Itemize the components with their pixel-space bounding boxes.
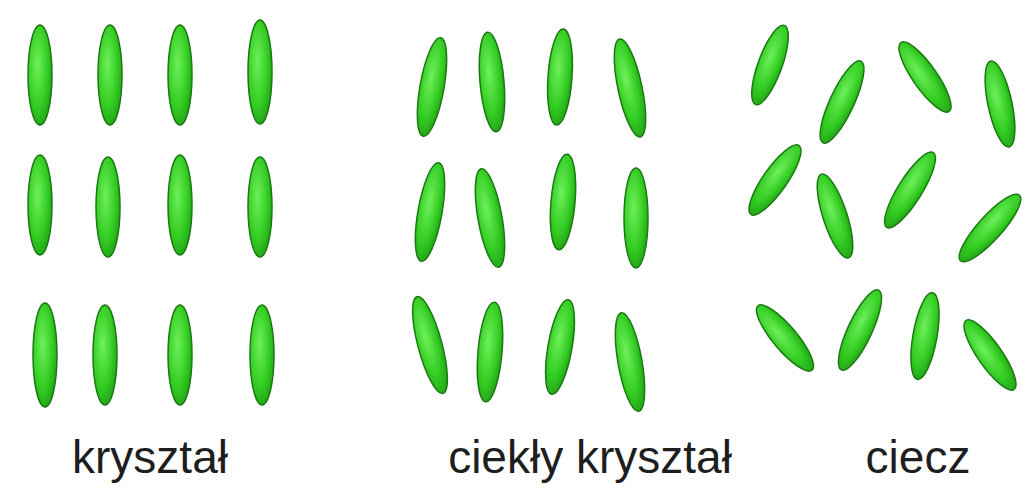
molecule bbox=[540, 298, 580, 397]
molecule bbox=[250, 305, 274, 405]
phase-label: kryształ bbox=[72, 432, 228, 483]
molecule bbox=[547, 153, 579, 251]
molecule bbox=[248, 157, 272, 257]
molecule bbox=[952, 187, 1029, 268]
molecule bbox=[168, 155, 192, 255]
molecule bbox=[608, 37, 652, 140]
molecule bbox=[98, 25, 122, 125]
phase-label: ciekły kryształ bbox=[448, 432, 732, 483]
molecule bbox=[96, 157, 120, 257]
molecule bbox=[906, 291, 945, 382]
molecule bbox=[33, 303, 57, 407]
molecule bbox=[812, 56, 872, 148]
molecule bbox=[168, 305, 192, 405]
molecule bbox=[409, 161, 450, 264]
molecule bbox=[476, 31, 509, 133]
molecule bbox=[545, 28, 576, 125]
molecule bbox=[891, 36, 959, 119]
molecule bbox=[168, 25, 192, 125]
molecule bbox=[741, 139, 809, 222]
molecule bbox=[93, 305, 117, 405]
molecule bbox=[248, 20, 272, 124]
molecule bbox=[469, 167, 510, 270]
molecule bbox=[474, 301, 507, 403]
molecule bbox=[405, 294, 454, 397]
molecule bbox=[411, 36, 452, 139]
molecule bbox=[956, 314, 1024, 397]
molecule bbox=[28, 155, 52, 255]
molecule bbox=[749, 298, 821, 378]
molecule bbox=[28, 25, 52, 125]
molecule bbox=[744, 21, 795, 108]
molecule bbox=[877, 146, 944, 233]
molecule bbox=[810, 170, 860, 261]
molecule bbox=[624, 168, 648, 268]
molecule bbox=[831, 285, 890, 375]
molecule bbox=[609, 311, 650, 414]
molecule bbox=[979, 58, 1021, 149]
phase-label: ciecz bbox=[866, 432, 971, 483]
